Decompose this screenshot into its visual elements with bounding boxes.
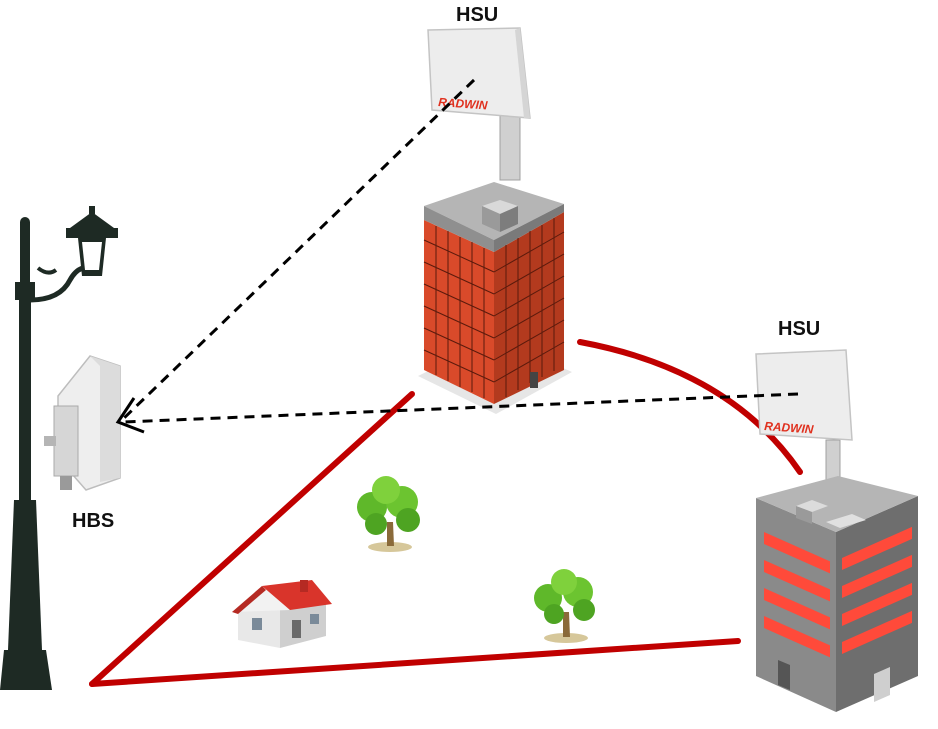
hsu-antenna-icon: RADWIN: [427, 27, 531, 181]
link-hsu-top-to-hbs: [120, 78, 476, 422]
arrow-head-icon: [115, 397, 145, 434]
hbs-label: HBS: [72, 510, 115, 532]
radio-links: [120, 78, 799, 424]
coverage-left-edge: [89, 391, 415, 687]
hsu-top-brand: RADWIN: [438, 95, 489, 112]
office-tower-icon: [418, 182, 572, 414]
tree-icon: [357, 476, 420, 552]
street-lamp-icon: [0, 206, 118, 690]
hsu-antenna-icon: RADWIN: [755, 349, 853, 491]
hsu-right-brand: RADWIN: [764, 419, 815, 436]
tree-icon: [534, 569, 595, 643]
apartment-building-icon: [756, 476, 918, 712]
coverage-bottom-edge: [89, 638, 741, 687]
hsu-top-label: HSU: [456, 4, 499, 26]
hsu-right-label: HSU: [778, 318, 821, 340]
hbs-radio-icon: [44, 355, 121, 491]
house-icon: [232, 580, 332, 648]
coverage-area-outline: [89, 339, 803, 687]
coverage-arc: [577, 339, 803, 475]
link-hsu-right-to-hbs: [123, 392, 799, 424]
